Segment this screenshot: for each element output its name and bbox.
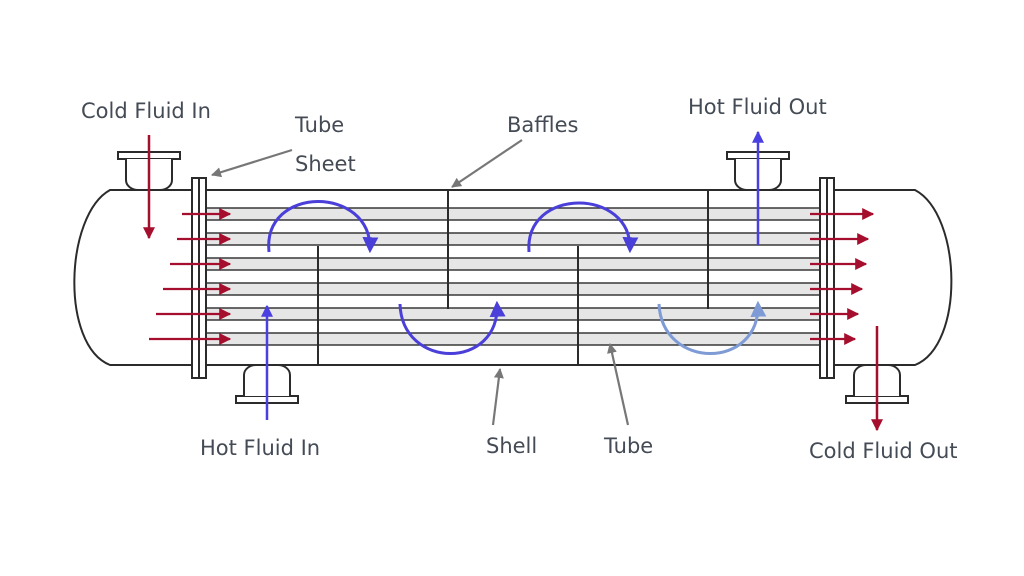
- flow-curl-2: [398, 300, 506, 355]
- tube-1: [205, 207, 821, 221]
- left-head: [73, 189, 192, 366]
- shell-label: Shell: [486, 434, 537, 458]
- fluid-arrows: [143, 130, 883, 432]
- hot-fluid-in-label: Hot Fluid In: [200, 436, 320, 460]
- hot-fluid-out-label: Hot Fluid Out: [688, 95, 827, 119]
- cold-fluid-in-label: Cold Fluid In: [81, 99, 211, 123]
- tube-label: Tube: [603, 434, 653, 458]
- tube-sheet-label-line1: Tube: [294, 113, 344, 137]
- tube-bundle: [205, 207, 821, 346]
- baffles-label: Baffles: [507, 113, 578, 137]
- baffles-pointer: [451, 139, 523, 188]
- cold-fluid-out-label: Cold Fluid Out: [809, 439, 958, 463]
- labels: Cold Fluid In Tube Sheet Baffles Hot Flu…: [81, 95, 958, 463]
- flow-curl-3: [527, 201, 639, 254]
- tube-4: [205, 282, 821, 296]
- tube-2: [205, 232, 821, 246]
- tube-5: [205, 307, 821, 321]
- label-pointers: [211, 139, 630, 426]
- tube-sheets: [191, 177, 835, 379]
- shell-flow-arrows: [267, 200, 767, 355]
- flow-curl-4: [657, 300, 767, 355]
- tube-sheet-pointer: [211, 148, 293, 178]
- tube-3: [205, 257, 821, 271]
- flow-curl-1: [267, 200, 379, 254]
- tube-6: [205, 332, 821, 346]
- tube-side-inlet-arrows: [149, 208, 232, 345]
- tube-pointer: [607, 343, 630, 426]
- baffles: [317, 190, 709, 365]
- tube-sheet-label-line2: Sheet: [295, 152, 356, 176]
- shell-pointer: [491, 368, 504, 426]
- tube-side-outlet-arrows: [810, 208, 875, 345]
